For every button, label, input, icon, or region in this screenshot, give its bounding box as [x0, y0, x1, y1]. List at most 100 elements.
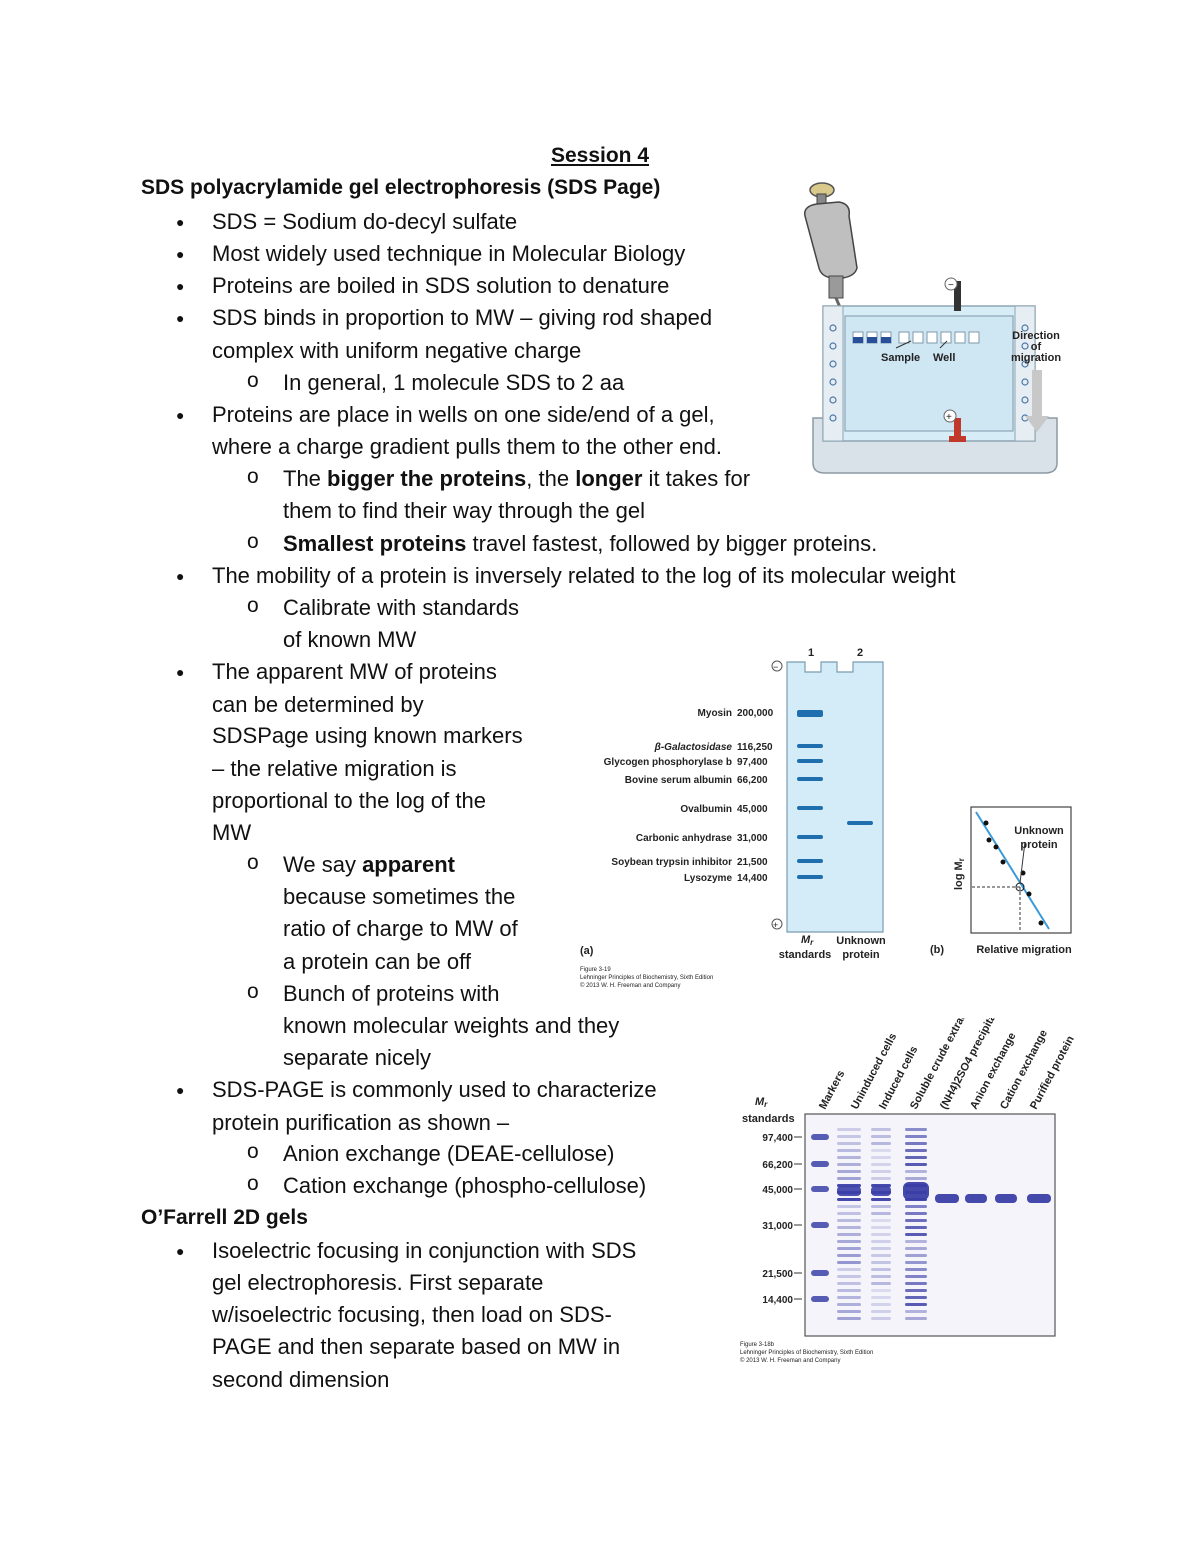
unknown-label: protein — [842, 949, 880, 961]
gel-band — [837, 1226, 861, 1229]
gel-band — [871, 1212, 891, 1215]
marker-name-label: Bovine serum albumin — [625, 775, 732, 786]
gel-band — [811, 1222, 829, 1228]
sub-bullet-text-cont: because sometimes the — [283, 884, 516, 909]
sub-bullet-marker: o — [247, 1140, 259, 1163]
marker-mw-label: 14,400 — [737, 873, 768, 884]
gel-band — [871, 1163, 891, 1166]
gel-band — [905, 1240, 927, 1243]
plot-y-axis-label: log Mr — [953, 858, 966, 890]
mw-tick-label: 66,200 — [762, 1160, 793, 1171]
sub-bullet-text: Calibrate with standards — [283, 595, 520, 620]
marker-mw-label: 97,400 — [737, 757, 768, 768]
gel-band — [905, 1303, 927, 1306]
mr-label: Mr — [801, 934, 814, 947]
gel-band — [871, 1268, 891, 1271]
bullet-icon: ● — [176, 568, 185, 584]
sub-bullet-marker: o — [247, 369, 259, 392]
sub-bullet-text-cont: of known MW — [283, 627, 417, 652]
gel-band — [905, 1268, 927, 1271]
marker-band — [797, 806, 823, 810]
section-heading-sds-page: SDS polyacrylamide gel electrophoresis (… — [141, 176, 661, 199]
bullet-text-cont: gel electrophoresis. First separate — [212, 1270, 544, 1295]
panel-label: (a) — [580, 945, 594, 957]
sub-bullet-text-cont: separate nicely — [283, 1045, 431, 1070]
plot-unknown-label: protein — [1020, 839, 1058, 851]
gel-band — [837, 1205, 861, 1208]
gel-band — [905, 1219, 927, 1222]
log-mw-plot — [970, 806, 1072, 934]
gel-band — [995, 1194, 1017, 1203]
gel-band — [905, 1128, 927, 1131]
sub-bullet-text: Anion exchange (DEAE-cellulose) — [283, 1141, 615, 1166]
sub-bullet-text-cont: known molecular weights and they — [283, 1013, 620, 1038]
unknown-protein-band — [847, 821, 873, 825]
marker-band — [797, 710, 823, 717]
gel-band — [871, 1170, 891, 1173]
bullet-text-cont: second dimension — [212, 1367, 390, 1392]
gel-band — [811, 1270, 829, 1276]
bullet-text-cont: w/isoelectric focusing, then load on SDS… — [212, 1302, 612, 1327]
section-heading-ofarrell: O’Farrell 2D gels — [141, 1206, 308, 1229]
gel-band — [871, 1282, 891, 1285]
figure-caption: Figure 3-18b — [740, 1342, 775, 1348]
marker-band — [797, 859, 823, 863]
gel-band — [905, 1296, 927, 1299]
gel-band — [871, 1149, 891, 1152]
sub-bullet-text: We say apparent — [283, 852, 455, 877]
bullet-text: The mobility of a protein is inversely r… — [212, 563, 956, 588]
figure-caption: Lehninger Principles of Biochemistry, Si… — [740, 1350, 873, 1356]
bullet-icon: ● — [176, 1243, 185, 1259]
bullet-text-cont: proportional to the log of the — [212, 788, 486, 813]
gel-band — [871, 1177, 891, 1180]
lane-label: Markers — [817, 1069, 847, 1112]
gel-band — [905, 1156, 927, 1159]
gel-band — [837, 1128, 861, 1131]
gel-band — [871, 1310, 891, 1313]
gel-band — [905, 1282, 927, 1285]
svg-text:−: − — [773, 662, 778, 672]
mw-tick-label: 45,000 — [762, 1185, 793, 1196]
unknown-label: Unknown — [836, 935, 886, 947]
gel-band — [905, 1317, 927, 1320]
gel-band — [837, 1233, 861, 1236]
marker-band — [797, 777, 823, 781]
bullet-icon: ● — [176, 214, 185, 230]
bullet-icon: ● — [176, 246, 185, 262]
gel-band — [905, 1149, 927, 1152]
marker-name-label: Soybean trypsin inhibitor — [611, 857, 732, 868]
gel-band — [837, 1317, 861, 1320]
marker-name-label: Myosin — [698, 708, 732, 719]
gel-band — [837, 1177, 861, 1180]
gel-band — [871, 1289, 891, 1292]
bullet-text-cont: PAGE and then separate based on MW in — [212, 1334, 621, 1359]
gel-band — [965, 1194, 987, 1203]
figure-caption: © 2013 W. H. Freeman and Company — [740, 1357, 840, 1364]
gel-band — [871, 1135, 891, 1138]
gel-band — [811, 1134, 829, 1140]
bullet-text-cont: can be determined by — [212, 692, 424, 717]
gel-band — [905, 1289, 927, 1292]
svg-text:+: + — [946, 412, 952, 423]
sample-label: Sample — [881, 352, 920, 364]
mw-tick-label: 31,000 — [762, 1221, 793, 1232]
direction-label: Direction — [1012, 330, 1060, 342]
sub-bullet-text: Smallest proteins travel fastest, follow… — [283, 531, 878, 556]
bullet-text-cont: – the relative migration is — [212, 756, 457, 781]
gel-band — [811, 1161, 829, 1167]
gel-band — [837, 1149, 861, 1152]
marker-band — [797, 759, 823, 763]
plot-unknown-label: Unknown — [1014, 825, 1064, 837]
gel-band — [905, 1233, 927, 1236]
sub-bullet-text-cont: them to find their way through the gel — [283, 498, 645, 523]
bullet-icon: ● — [176, 407, 185, 423]
gel-band — [871, 1261, 891, 1264]
gel-band — [905, 1254, 927, 1257]
marker-band — [797, 835, 823, 839]
sub-bullet-text: In general, 1 molecule SDS to 2 aa — [283, 370, 625, 395]
bullet-text: Proteins are place in wells on one side/… — [212, 402, 715, 427]
gel-apparatus-figure: − + Sample Well Direction of migration — [804, 182, 1061, 474]
gel-band — [905, 1310, 927, 1313]
panel-label: (b) — [930, 944, 944, 956]
